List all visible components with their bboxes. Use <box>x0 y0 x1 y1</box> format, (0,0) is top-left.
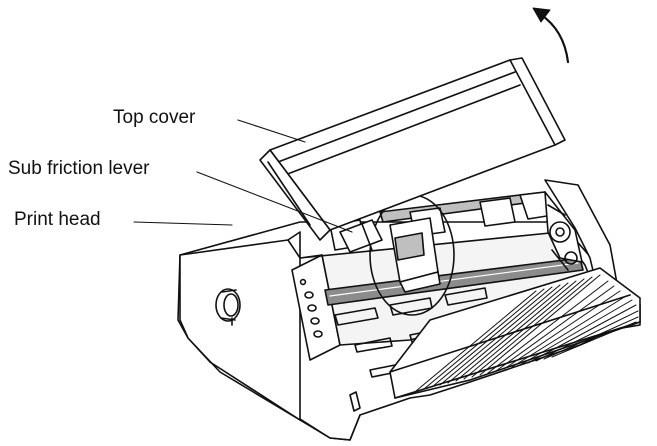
label-top-cover: Top cover <box>113 107 196 128</box>
leader-line-top-cover <box>237 119 306 143</box>
right-side-gears <box>544 191 583 271</box>
print-head <box>369 194 455 316</box>
open-direction-arrow-icon <box>532 7 570 64</box>
paper-tray-ribs <box>415 274 639 392</box>
left-side-edge <box>287 231 301 259</box>
label-sub-friction-lever: Sub friction lever <box>8 158 150 179</box>
platen-knob-icon <box>215 288 241 326</box>
platen-roller <box>324 257 584 306</box>
vent-slot <box>349 391 361 412</box>
top-cover <box>259 57 566 241</box>
front-base-line <box>209 361 301 421</box>
platen-highlight <box>329 262 579 297</box>
left-side-panel <box>179 239 301 421</box>
leader-line-print-head <box>133 221 233 226</box>
leader-line-sub-friction <box>196 171 353 233</box>
label-print-head: Print head <box>14 209 101 230</box>
front-ledge <box>299 414 361 441</box>
